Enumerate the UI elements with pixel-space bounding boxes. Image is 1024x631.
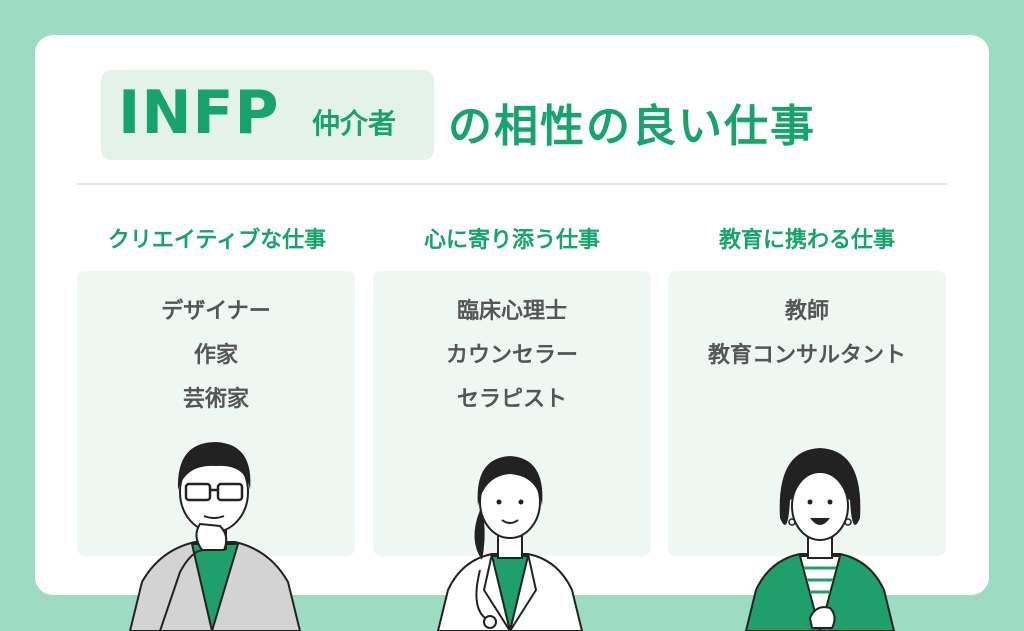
job-item: 教師 bbox=[784, 299, 829, 324]
job-item: 臨床心理士 bbox=[456, 299, 567, 324]
teacher-woman-illustration bbox=[744, 448, 896, 631]
job-list-care: 臨床心理士 カウンセラー セラピスト bbox=[373, 290, 651, 422]
title-badge bbox=[101, 70, 434, 160]
man-with-glasses-illustration bbox=[128, 442, 302, 631]
job-list-creative: デザイナー 作家 芸術家 bbox=[77, 290, 355, 422]
job-list-education: 教師 教育コンサルタント bbox=[668, 290, 946, 378]
column-heading-education: 教育に携わる仕事 bbox=[718, 228, 895, 253]
title-rest: の相性の良い仕事 bbox=[448, 101, 816, 152]
column-heading-creative: クリエイティブな仕事 bbox=[107, 228, 327, 253]
doctor-woman-illustration bbox=[436, 456, 584, 631]
title-main: INFP bbox=[118, 78, 280, 148]
job-item: 作家 bbox=[193, 343, 238, 368]
job-item: セラピスト bbox=[456, 387, 567, 412]
job-item: 教育コンサルタント bbox=[707, 343, 906, 368]
job-item: デザイナー bbox=[161, 299, 271, 324]
title-sub: 仲介者 bbox=[312, 107, 397, 140]
job-item: カウンセラー bbox=[445, 343, 578, 368]
column-heading-care: 心に寄り添う仕事 bbox=[423, 228, 600, 253]
job-item: 芸術家 bbox=[182, 387, 249, 412]
page-title: INFP 仲介者 の相性の良い仕事 bbox=[0, 68, 1024, 163]
divider bbox=[77, 183, 947, 185]
